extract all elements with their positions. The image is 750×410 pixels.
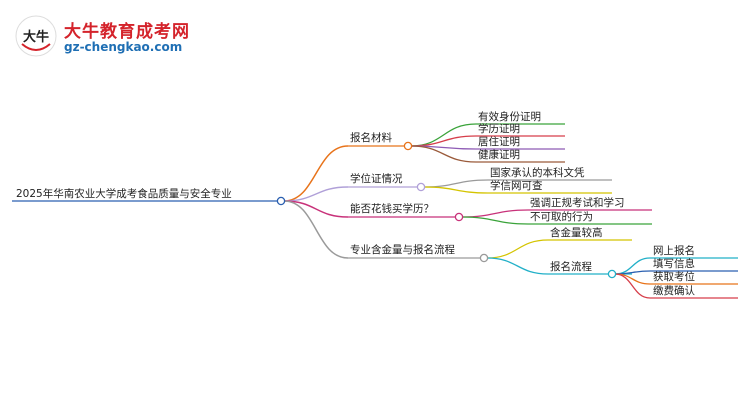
- subleaf-edge: [614, 270, 651, 275]
- leaf-label: 含金量较高: [550, 226, 603, 239]
- branch-node: [454, 212, 464, 222]
- branch-label: 专业含金量与报名流程: [350, 243, 455, 256]
- leaf-edge: [486, 257, 549, 275]
- branch-edge: [283, 186, 349, 202]
- mindmap-labels: 2025年华南农业大学成考食品质量与安全专业 报名材料 有效身份证明学历证明居住证明…: [16, 110, 695, 297]
- subbranch-node: [607, 269, 617, 279]
- svg-text:大牛: 大牛: [23, 29, 49, 45]
- leaf-label: 学信网可查: [490, 179, 543, 192]
- leaf-edge: [410, 145, 477, 163]
- subleaf-label: 缴费确认: [653, 284, 695, 297]
- leaf-edge: [461, 209, 529, 218]
- subleaf-edge: [614, 273, 651, 299]
- branch-node: [403, 141, 413, 151]
- branch-node: [479, 253, 489, 263]
- logo-url: gz-chengkao.com: [64, 40, 183, 54]
- logo-badge-icon: 大牛: [15, 15, 57, 57]
- branch-label: 报名材料: [350, 131, 392, 144]
- root-node: [276, 196, 286, 206]
- subleaf-label: 填写信息: [653, 257, 695, 270]
- leaf-edge: [486, 239, 549, 259]
- subleaf-label: 网上报名: [653, 244, 695, 257]
- branch-edge: [283, 200, 349, 218]
- mindmap-edges: [12, 123, 738, 299]
- branch-label: 能否花钱买学历？: [350, 202, 434, 215]
- leaf-label: 健康证明: [478, 148, 520, 161]
- branch-node: [416, 182, 426, 192]
- leaf-edge: [410, 135, 477, 147]
- leaf-label: 国家承认的本科文凭: [490, 166, 585, 179]
- leaf-label: 学历证明: [478, 122, 520, 135]
- subleaf-label: 获取考位: [653, 270, 695, 283]
- root-label: 2025年华南农业大学成考食品质量与安全专业: [16, 187, 232, 200]
- leaf-label: 有效身份证明: [478, 110, 541, 123]
- leaf-edge: [423, 186, 489, 194]
- logo: 大牛 大牛教育成考网 gz-chengkao.com: [14, 14, 189, 60]
- branch-edge: [283, 200, 349, 259]
- leaf-label: 报名流程: [550, 260, 592, 273]
- leaf-edge: [410, 123, 477, 147]
- branch-label: 学位证情况: [350, 172, 403, 185]
- leaf-label: 强调正规考试和学习: [530, 196, 625, 209]
- leaf-label: 不可取的行为: [530, 210, 593, 223]
- leaf-label: 居住证明: [478, 135, 520, 148]
- leaf-edge: [461, 216, 529, 225]
- logo-brand: 大牛教育成考网: [64, 22, 190, 42]
- branch-edge: [283, 145, 349, 202]
- leaf-edge: [423, 179, 489, 188]
